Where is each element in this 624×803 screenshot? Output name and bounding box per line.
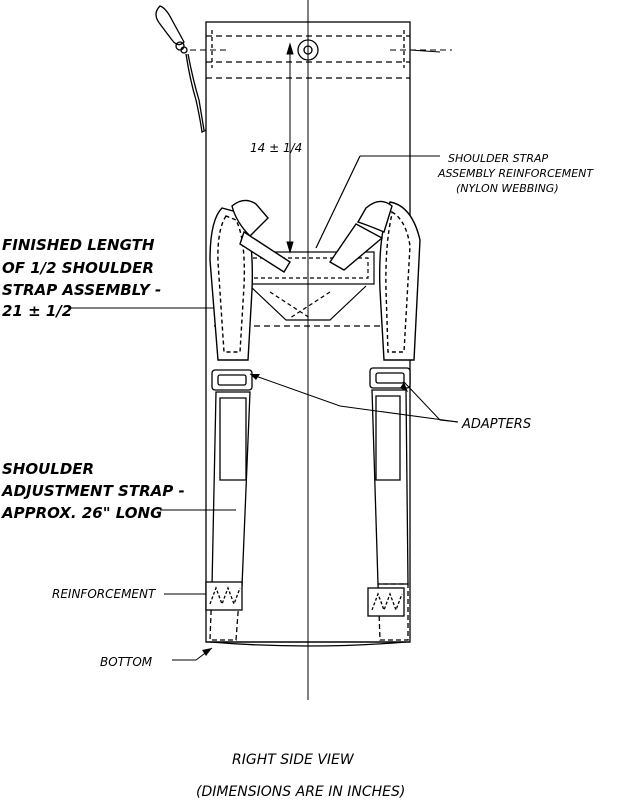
view-title: RIGHT SIDE VIEW <box>232 752 355 768</box>
adjustment-strap-callout: SHOULDER ADJUSTMENT STRAP - APPROX. 26" … <box>1 460 185 522</box>
adapters-label: ADAPTERS <box>461 417 531 432</box>
left-shoulder-pad <box>209 199 291 361</box>
svg-text:OF 1/2 SHOULDER: OF 1/2 SHOULDER <box>2 259 154 277</box>
view-note: (DIMENSIONS ARE IN INCHES) <box>196 784 405 800</box>
bottom-label: BOTTOM <box>100 655 153 669</box>
svg-text:(NYLON WEBBING): (NYLON WEBBING) <box>456 182 559 195</box>
right-adjustment-strap <box>371 389 409 641</box>
svg-text:FINISHED LENGTH: FINISHED LENGTH <box>2 236 155 254</box>
svg-text:ADJUSTMENT STRAP -: ADJUSTMENT STRAP - <box>1 482 185 500</box>
left-bottom-reinforcement <box>205 581 243 611</box>
svg-text:ASSEMBLY REINFORCEMENT: ASSEMBLY REINFORCEMENT <box>437 167 594 180</box>
right-bottom-reinforcement <box>367 587 405 617</box>
leader-arrowheads <box>202 374 408 656</box>
svg-text:APPROX. 26" LONG: APPROX. 26" LONG <box>1 504 162 522</box>
height-dimension-label: 14 ± 1/4 <box>250 141 302 155</box>
svg-text:SHOULDER STRAP: SHOULDER STRAP <box>448 152 549 165</box>
side-ticks <box>190 49 452 53</box>
right-shoulder-pad <box>328 200 421 361</box>
snap-hook-icon <box>155 5 207 133</box>
leader-lines <box>70 155 459 661</box>
bag-body <box>205 21 411 647</box>
svg-text:SHOULDER: SHOULDER <box>2 460 94 478</box>
left-adapter <box>211 369 253 391</box>
svg-text:21 ± 1/2: 21 ± 1/2 <box>2 302 72 320</box>
reinforcement-callout: SHOULDER STRAP ASSEMBLY REINFORCEMENT (N… <box>437 152 594 195</box>
bottom-reinforcement-label: REINFORCEMENT <box>52 587 157 601</box>
svg-text:STRAP ASSEMBLY -: STRAP ASSEMBLY - <box>2 281 161 299</box>
grommet-icon <box>297 39 319 61</box>
finished-length-callout: FINISHED LENGTH OF 1/2 SHOULDER STRAP AS… <box>2 236 161 320</box>
right-adapter <box>369 367 411 389</box>
